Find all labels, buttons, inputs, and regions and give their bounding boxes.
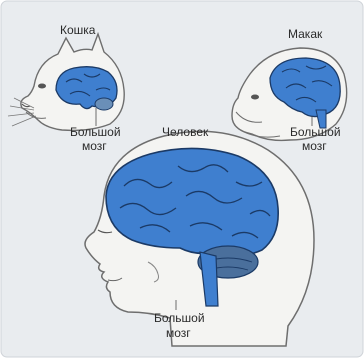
human-label: Человек <box>162 126 208 139</box>
cat-brain-label-line2: мозг <box>82 140 107 153</box>
human-brain-label-line1: Большой <box>154 312 205 325</box>
macaque-brain-label-line1: Большой <box>290 126 341 139</box>
cat-label: Кошка <box>60 24 95 37</box>
macaque-label: Макак <box>288 28 322 41</box>
human-brain-label-line2: мозг <box>166 327 191 340</box>
cat-brain-label-line1: Большой <box>70 126 121 139</box>
macaque-brain-label-line2: мозг <box>302 140 327 153</box>
